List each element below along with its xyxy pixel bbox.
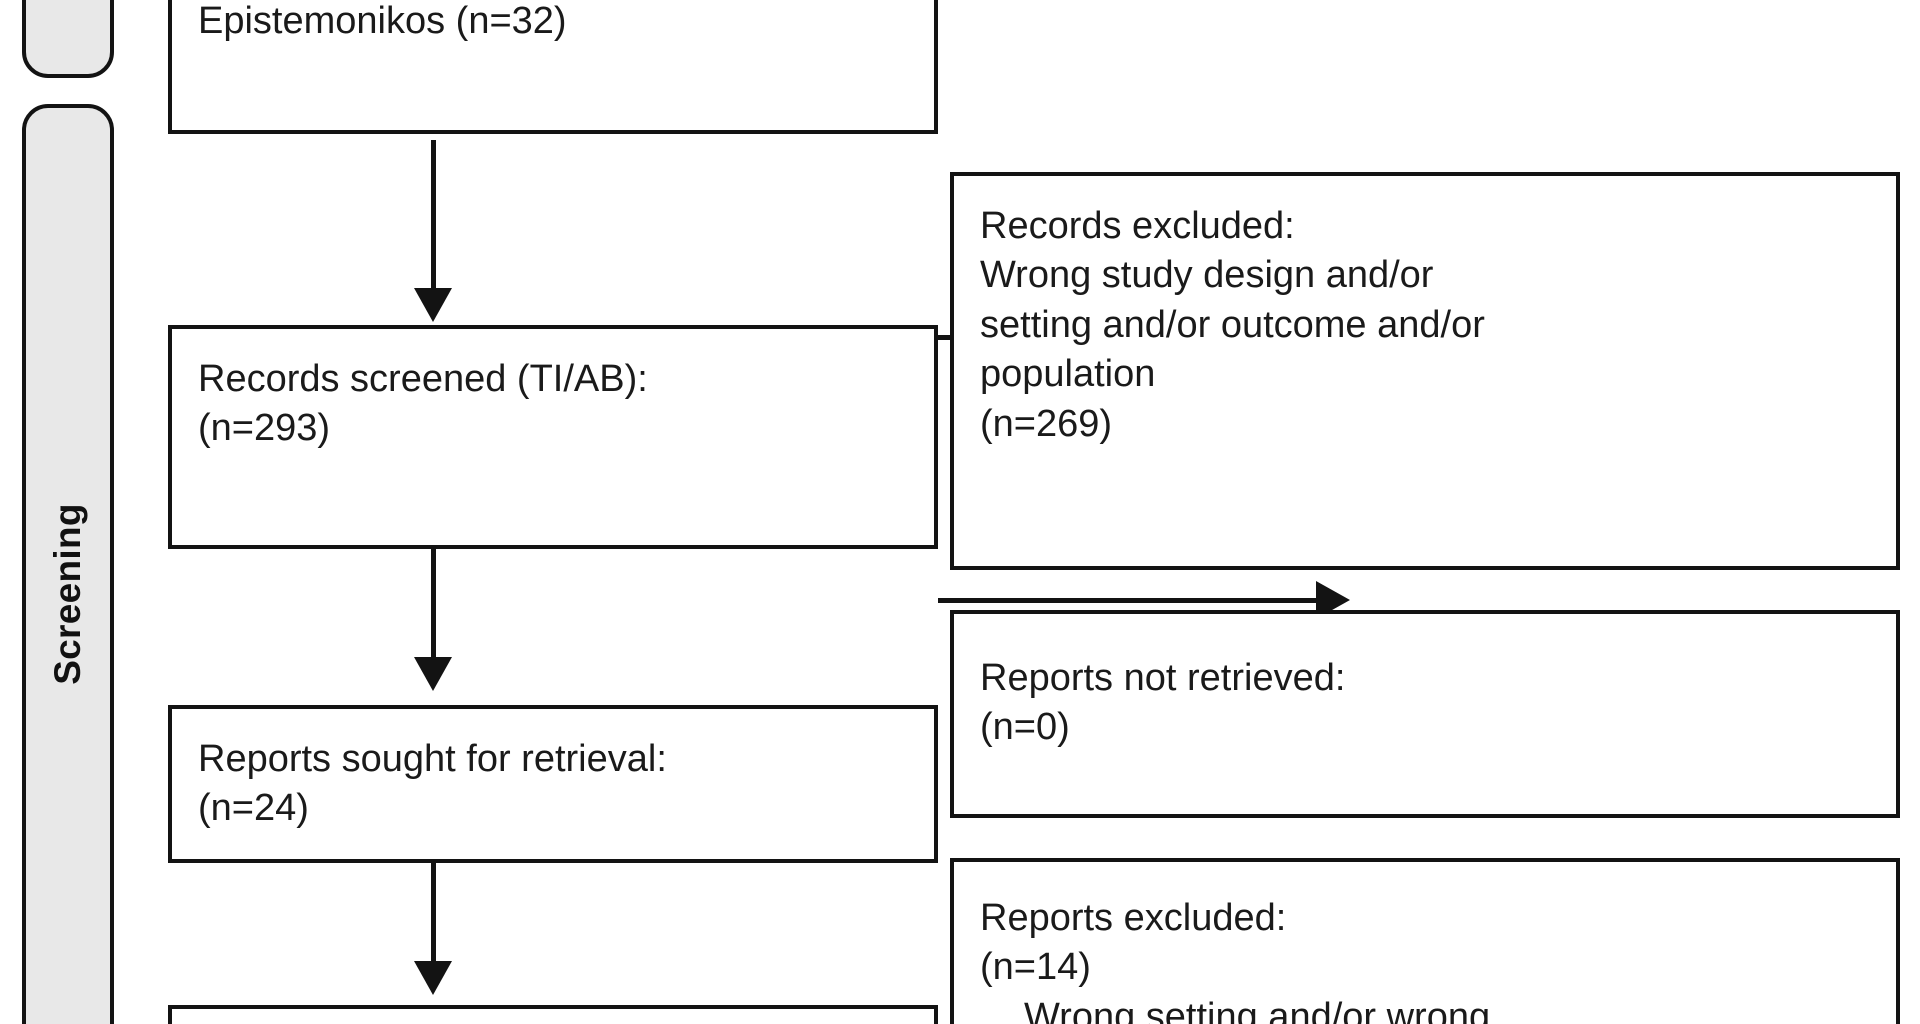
records-excluded-line-1: Records excluded: [980,205,1295,247]
reports-excluded-line-2: (n=14) [980,946,1091,989]
reports-excluded-reason-1: Wrong setting and/or wrong [1024,995,1491,1024]
reports-excluded-line-1: Reports excluded: [980,897,1287,939]
box-records-identified: Cochrane Library (n=175) Epistemonikos (… [168,0,938,134]
box-reports-assessed-for-eligibility [168,1005,938,1024]
arrowhead-identified-to-screened [414,288,452,322]
connector-identified-to-screened [431,140,436,290]
records-screened-line-1: Records screened (TI/AB): [198,358,648,400]
connector-screened-to-sought [431,549,436,659]
box-records-screened: Records screened (TI/AB): (n=293) [168,325,938,549]
reports-sought-line-1: Reports sought for retrieval: [198,738,667,780]
box-records-excluded: Records excluded: Wrong study design and… [950,172,1900,570]
connector-sought-to-not-retrieved [938,598,1328,603]
box-reports-sought-for-retrieval: Reports sought for retrieval: (n=24) [168,705,938,863]
phase-tab-identification [22,0,114,78]
connector-sought-to-assessed [431,863,436,963]
arrowhead-screened-to-sought [414,657,452,691]
records-excluded-line-5: (n=269) [980,402,1113,445]
phase-tab-screening: Screening [22,104,114,1024]
arrowhead-sought-to-assessed [414,961,452,995]
reports-sought-line-2: (n=24) [198,787,309,830]
phase-tab-screening-label: Screening [47,503,88,685]
box-reports-not-retrieved: Reports not retrieved: (n=0) [950,610,1900,818]
box-reports-excluded: Reports excluded: (n=14) Wrong setting a… [950,858,1900,1024]
records-excluded-line-2: Wrong study design and/or [980,254,1434,297]
records-excluded-line-4: population [980,353,1156,396]
records-screened-line-2: (n=293) [198,407,331,450]
records-identified-line-2: Epistemonikos (n=32) [198,0,567,43]
reports-not-retrieved-line-2: (n=0) [980,706,1070,749]
reports-not-retrieved-line-1: Reports not retrieved: [980,657,1346,699]
records-excluded-line-3: setting and/or outcome and/or [980,303,1485,346]
